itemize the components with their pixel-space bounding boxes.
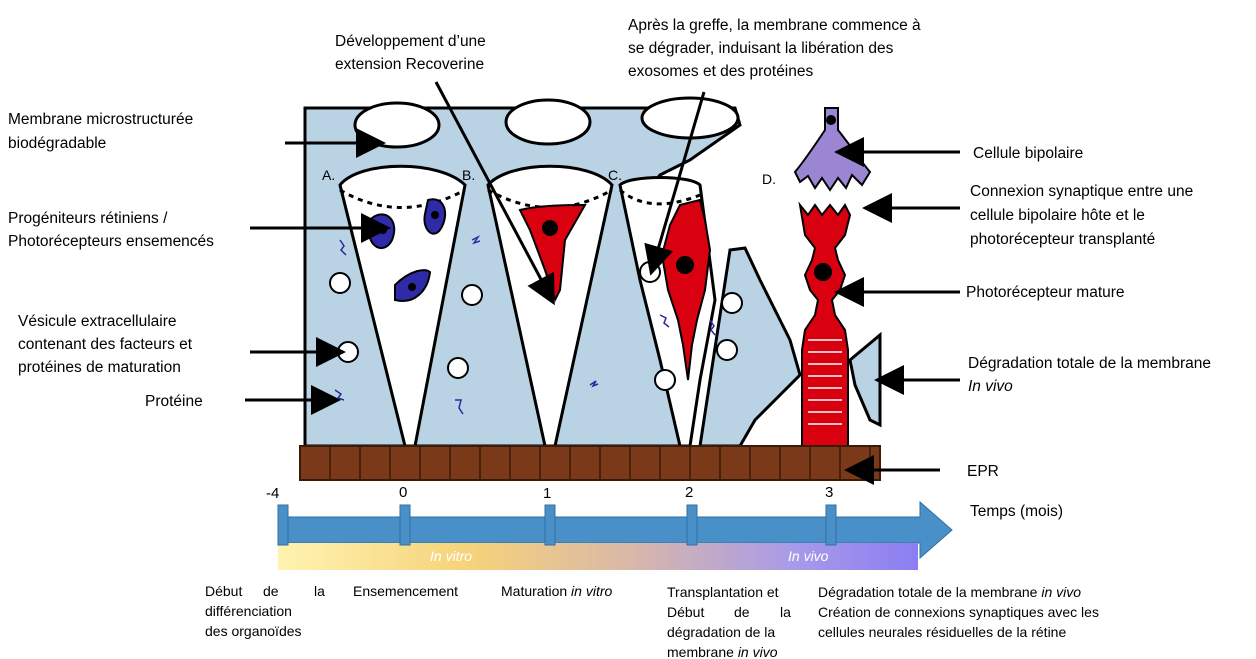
tick-2: 2 xyxy=(685,484,693,501)
label-mature: Photorécepteur mature xyxy=(966,284,1125,301)
panel-letter-d: D. xyxy=(762,171,776,187)
label-recoverin-1: Développement d’une xyxy=(335,33,486,50)
bottom-transplant-1: Transplantation et xyxy=(667,584,779,600)
bottom-start-1: Début xyxy=(205,583,242,599)
bottom-maturation: Maturation in vitro xyxy=(501,583,612,599)
bipolar-cell xyxy=(795,108,870,190)
bottom-seeding: Ensemencement xyxy=(353,583,458,599)
bottom-start-2: de xyxy=(263,583,279,599)
bottom-final-3: cellules neurales résiduelles de la réti… xyxy=(818,624,1066,640)
tick-minus4: -4 xyxy=(266,485,279,502)
bottom-final-2: Création de connexions synaptiques avec … xyxy=(818,604,1099,620)
time-arrow xyxy=(278,502,952,570)
label-graft-1: Après la greffe, la membrane commence à xyxy=(628,17,921,34)
label-progenitors-1: Progéniteurs rétiniens / xyxy=(8,210,168,227)
panel-letter-b: B. xyxy=(462,167,475,183)
label-synapse-3: photorécepteur transplanté xyxy=(970,231,1155,248)
bottom-start-5: des organoïdes xyxy=(205,623,302,639)
label-vesicle-2: contenant des facteurs et xyxy=(18,336,193,353)
bottom-transplant-5: dégradation de la xyxy=(667,624,775,640)
label-in-vivo: In vivo xyxy=(788,548,829,564)
label-graft-2: se dégrader, induisant la libération des xyxy=(628,40,894,57)
tick-1: 1 xyxy=(543,485,551,502)
bottom-transplant-2: Début xyxy=(667,604,704,620)
panel-letter-a: A. xyxy=(322,167,335,183)
tick-3: 3 xyxy=(825,484,833,501)
label-vesicle-1: Vésicule extracellulaire xyxy=(18,313,177,330)
bottom-transplant-6: membrane in vivo xyxy=(667,644,778,659)
panel-letter-c: C. xyxy=(608,167,622,183)
label-time-axis: Temps (mois) xyxy=(970,503,1063,520)
label-membrane-2: biodégradable xyxy=(8,135,106,152)
label-vesicle-3: protéines de maturation xyxy=(18,359,181,376)
label-progenitors-2: Photorécepteurs ensemencés xyxy=(8,233,214,250)
label-graft-3: exosomes et des protéines xyxy=(628,63,813,80)
bottom-transplant-3: de xyxy=(734,604,750,620)
bottom-start-3: la xyxy=(314,583,325,599)
label-membrane-1: Membrane microstructurée xyxy=(8,111,193,128)
nucleus xyxy=(676,256,694,274)
epr-layer xyxy=(300,446,880,480)
label-in-vitro: In vitro xyxy=(430,548,472,564)
label-degradation-1: Dégradation totale de la membrane xyxy=(968,355,1211,372)
bottom-transplant-4: la xyxy=(780,604,791,620)
bottom-final-1: Dégradation totale de la membrane in viv… xyxy=(818,584,1081,600)
label-synapse-2: cellule bipolaire hôte et le xyxy=(970,207,1145,224)
label-protein: Protéine xyxy=(145,393,203,410)
label-recoverin-2: extension Recoverine xyxy=(335,56,484,73)
label-synapse-1: Connexion synaptique entre une xyxy=(970,183,1193,200)
label-bipolar: Cellule bipolaire xyxy=(973,145,1083,162)
mature-photoreceptor xyxy=(800,205,850,446)
label-degradation-2: In vivo xyxy=(968,378,1013,395)
membrane-block xyxy=(305,98,880,446)
tick-0: 0 xyxy=(399,484,407,501)
bottom-start-4: différenciation xyxy=(205,603,292,619)
label-epr: EPR xyxy=(967,463,999,480)
nucleus xyxy=(542,220,558,236)
